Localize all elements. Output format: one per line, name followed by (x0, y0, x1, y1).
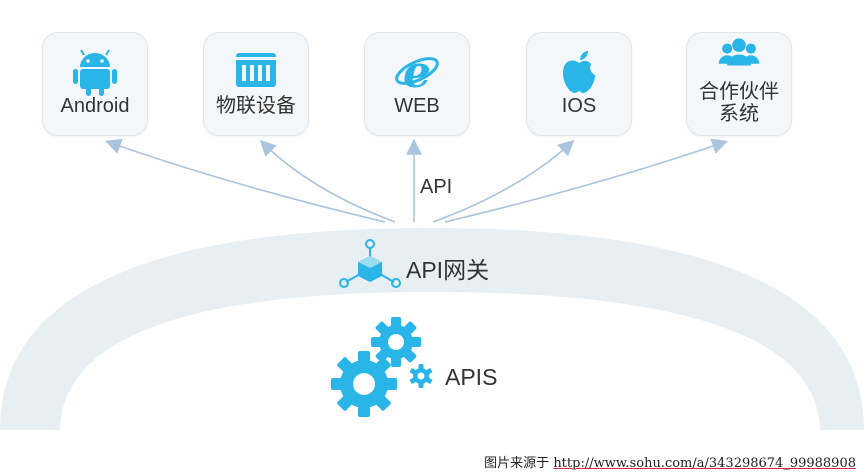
api-label: API (420, 176, 453, 198)
apis-label: APIS (445, 364, 498, 390)
gateway-cube-icon (339, 239, 401, 288)
client-card-iot-device[interactable]: 物联设备 (203, 32, 309, 136)
android-icon (73, 49, 117, 96)
apple-icon (563, 51, 595, 93)
client-card-web[interactable]: e WEB (364, 32, 470, 136)
arrow-to-ios (432, 139, 575, 223)
apis-arc (60, 292, 820, 432)
client-label-ios: IOS (561, 95, 597, 117)
iot-chip-icon (236, 53, 276, 87)
client-label-web: WEB (394, 95, 440, 117)
arrow-to-partner (444, 138, 729, 223)
client-card-android[interactable]: Android (42, 32, 148, 136)
client-label-android: Android (60, 95, 130, 117)
image-credit: 图片来源于 http://www.sohu.com/a/343298674_99… (484, 456, 856, 471)
arrow-to-iot (259, 139, 396, 223)
people-group-icon (718, 38, 760, 66)
gateway-label: API网关 (406, 257, 490, 283)
client-label-partner-system: 合作伙伴 系统 (699, 81, 779, 125)
arrow-to-android (104, 138, 386, 223)
svg-text:e: e (403, 47, 431, 97)
ie-browser-icon: e (395, 47, 439, 97)
client-card-ios[interactable]: IOS (526, 32, 632, 136)
client-card-partner-system[interactable]: 合作伙伴 系统 (686, 32, 792, 136)
gears-icon (331, 317, 433, 417)
client-label-iot-device: 物联设备 (216, 95, 296, 117)
credit-url-link[interactable]: http://www.sohu.com/a/343298674_99988908 (553, 456, 856, 471)
